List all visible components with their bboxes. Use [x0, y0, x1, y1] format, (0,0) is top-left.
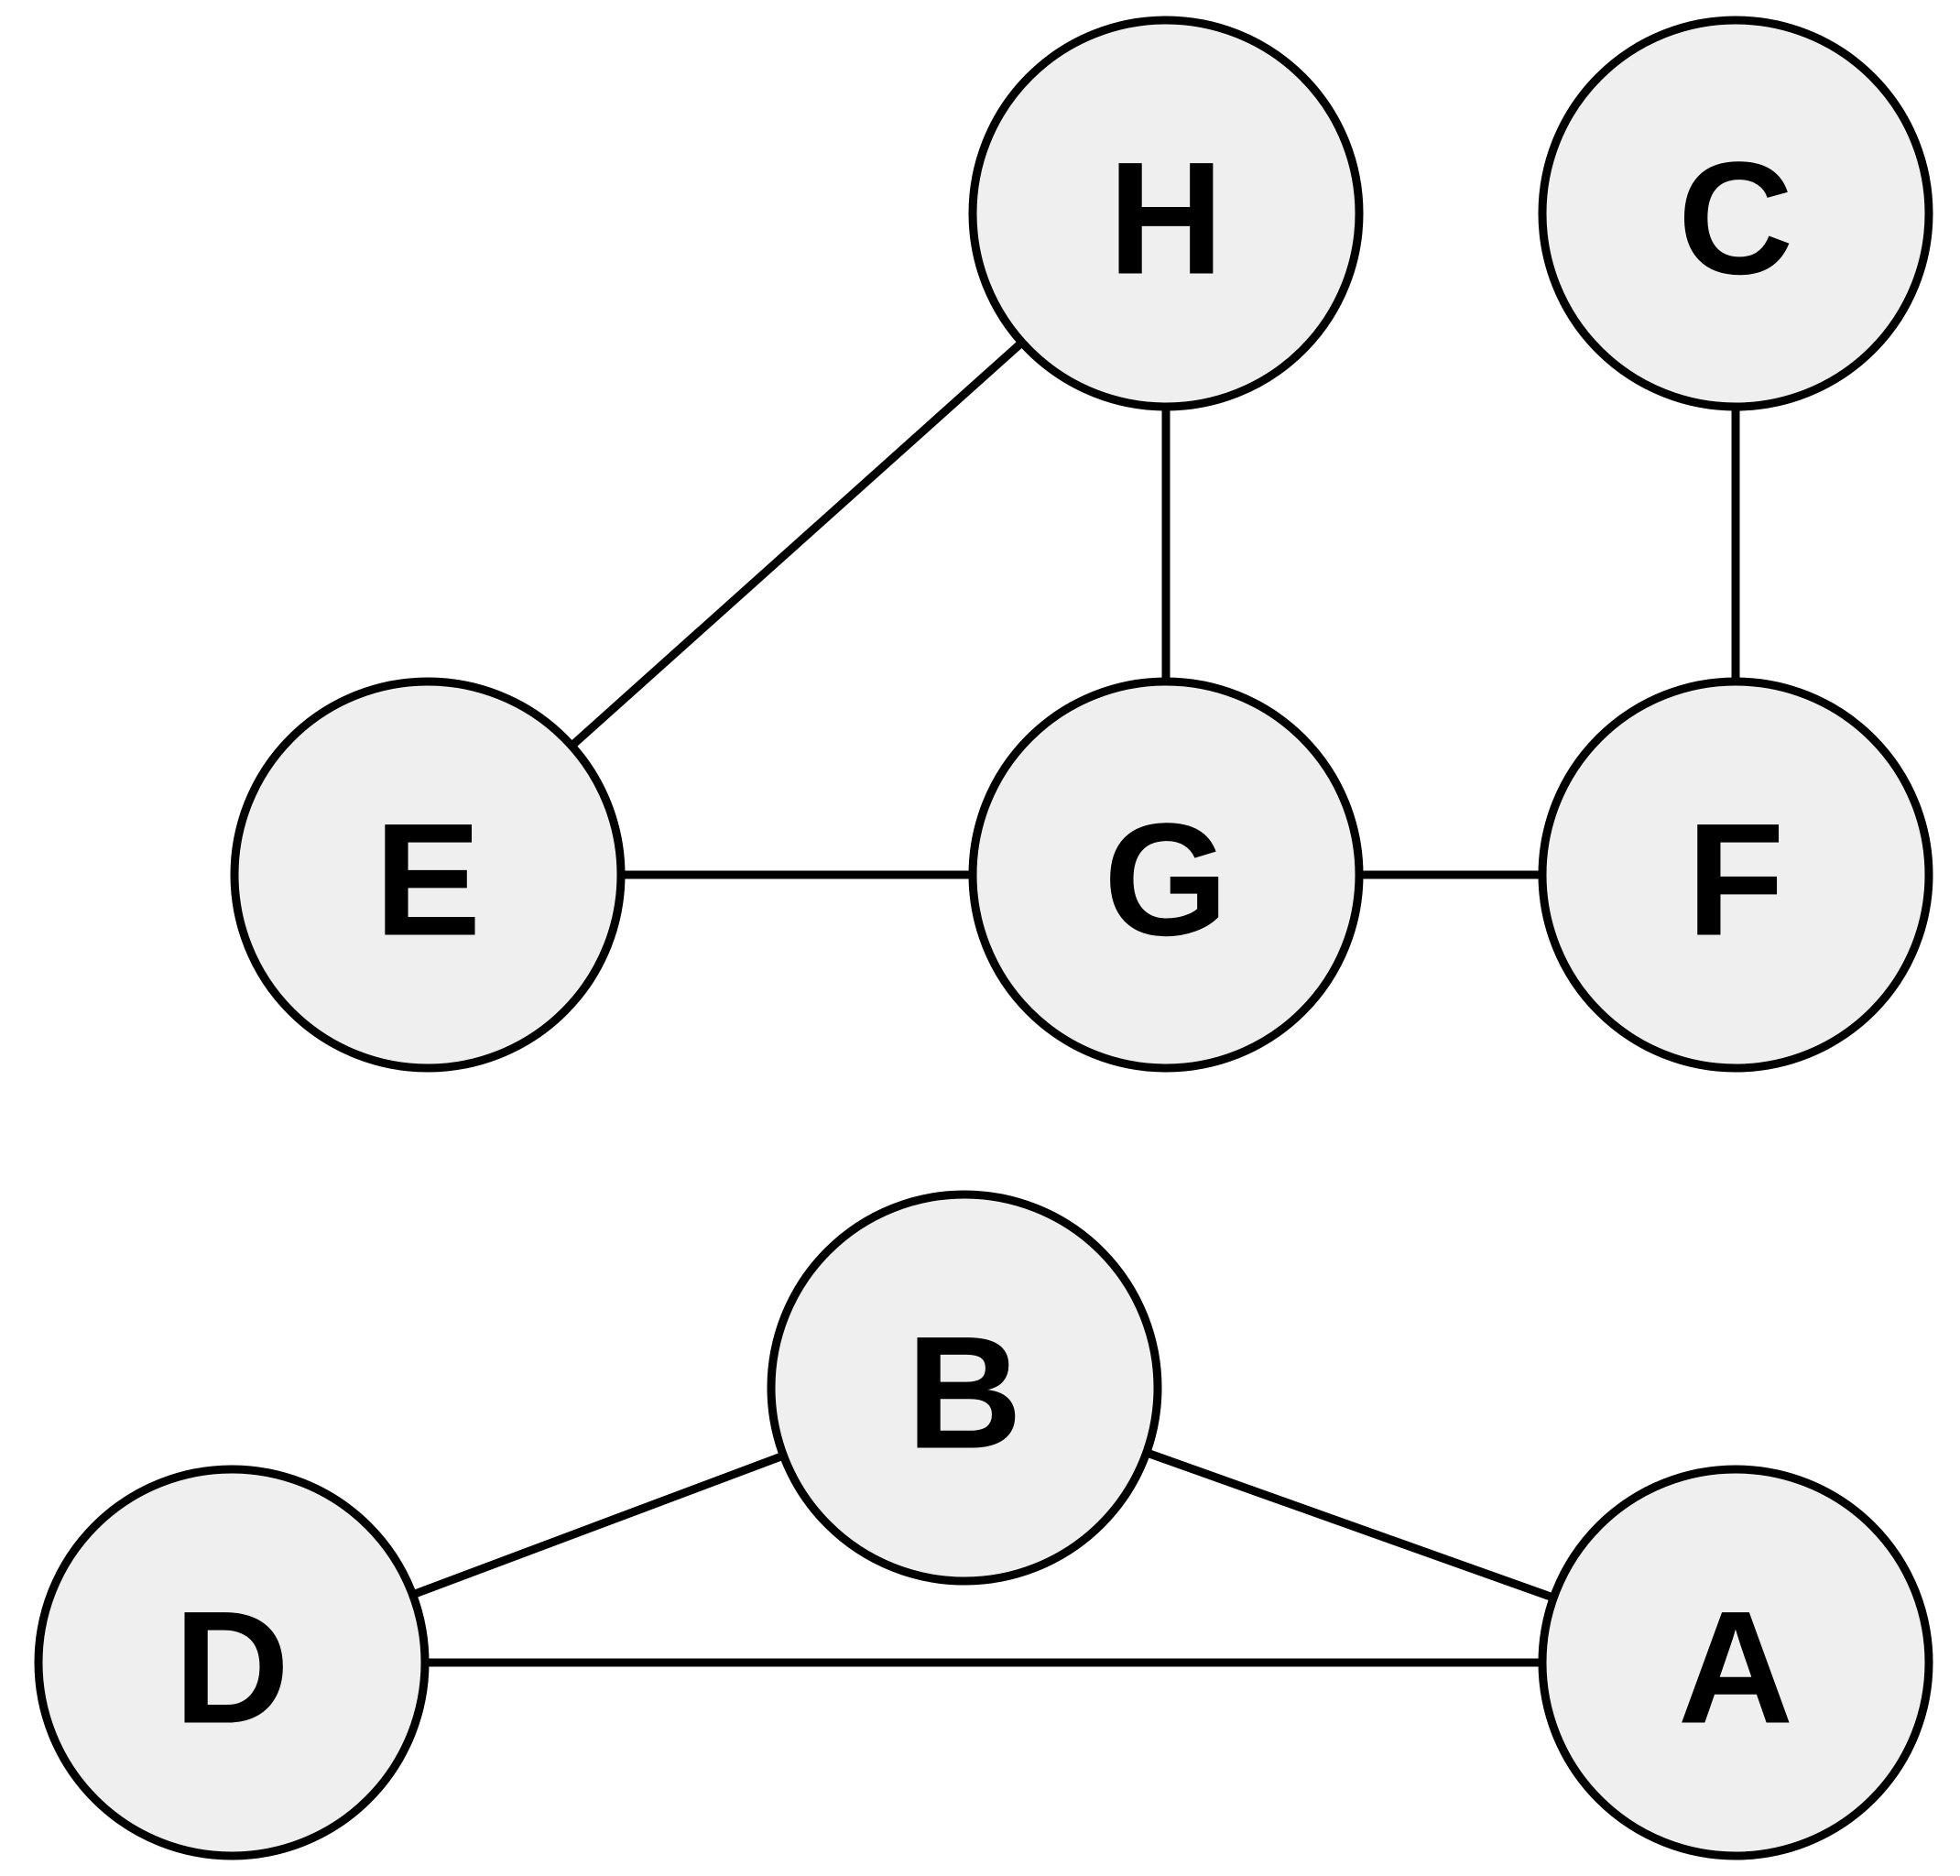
node-label: H: [1108, 130, 1224, 309]
node-d: D: [34, 1465, 430, 1860]
node-label: C: [1678, 130, 1793, 309]
node-label: A: [1678, 1579, 1793, 1758]
node-circle: [34, 1465, 430, 1860]
node-label: B: [907, 1304, 1022, 1483]
node-label: D: [174, 1579, 289, 1758]
node-circle: [968, 677, 1364, 1073]
node-label: E: [375, 791, 482, 970]
node-label: G: [1104, 791, 1228, 970]
node-c: C: [1538, 16, 1933, 411]
node-h: H: [968, 16, 1364, 411]
node-g: G: [968, 677, 1364, 1073]
node-circle: [1538, 677, 1933, 1073]
node-a: A: [1538, 1465, 1933, 1860]
node-label: F: [1687, 791, 1785, 970]
node-circle: [1538, 1465, 1933, 1860]
node-f: F: [1538, 677, 1933, 1073]
node-e: E: [230, 677, 626, 1073]
node-circle: [968, 16, 1364, 411]
graph-nodes: H C E G F B D A: [34, 16, 1933, 1860]
node-circle: [1538, 16, 1933, 411]
node-circle: [230, 677, 626, 1073]
node-b: B: [767, 1190, 1162, 1586]
node-circle: [767, 1190, 1162, 1586]
